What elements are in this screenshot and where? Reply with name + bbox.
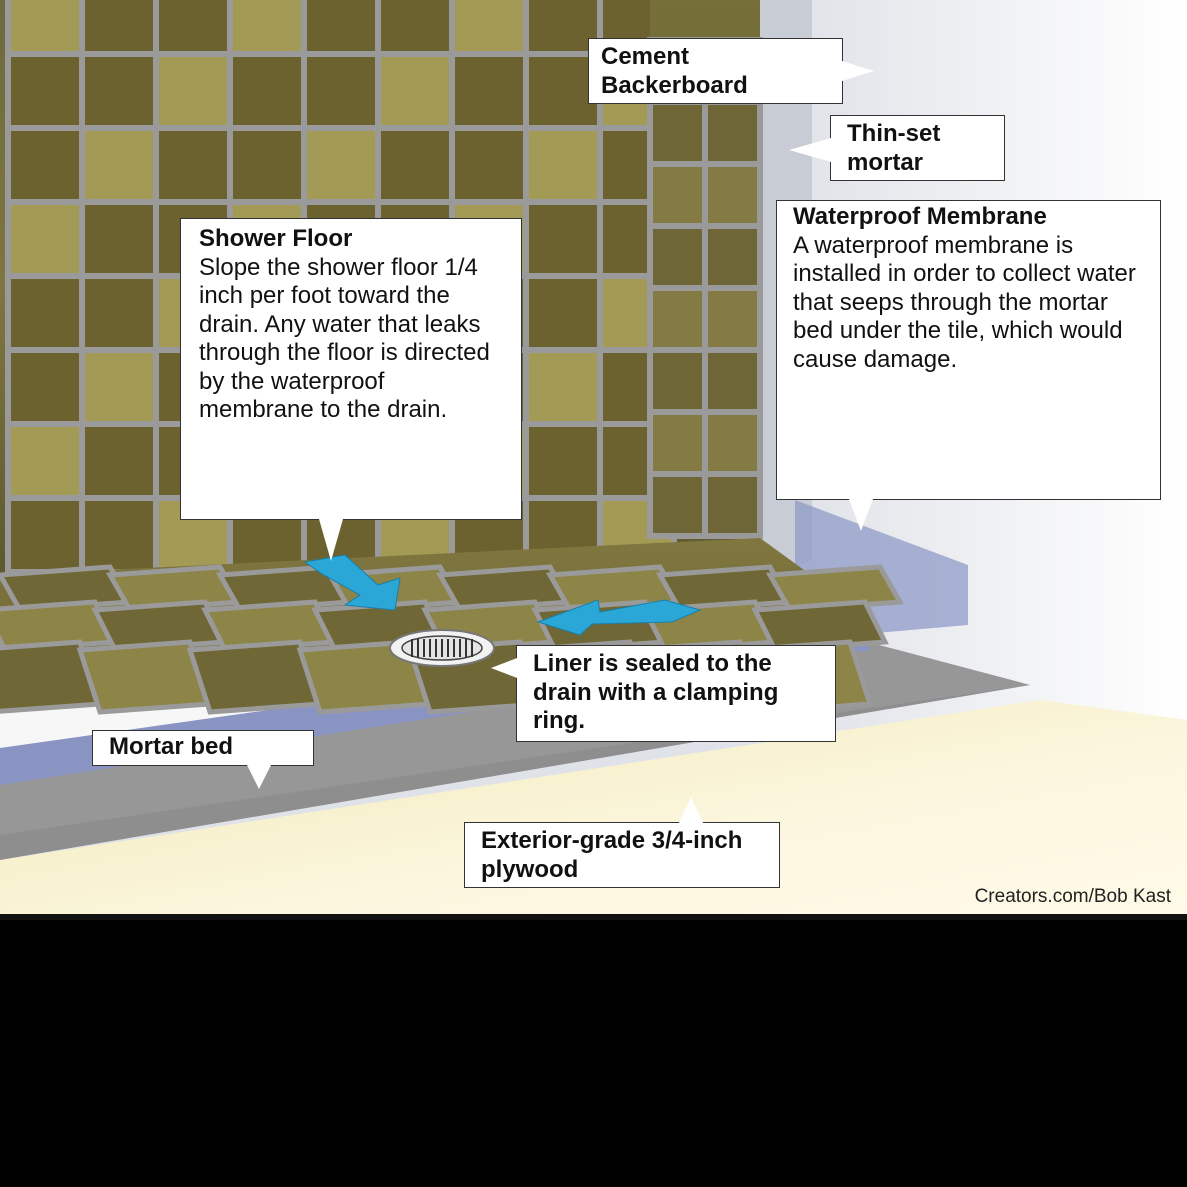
wall-tile — [5, 421, 85, 501]
wall-tile — [5, 347, 85, 427]
callout-waterproof-membrane: Waterproof Membrane A waterproof membran… — [776, 200, 1161, 531]
side-wall-tile — [702, 347, 763, 415]
wall-tile — [5, 495, 85, 575]
side-wall-tile — [702, 471, 763, 539]
callout-body: A waterproof membrane is installed in or… — [793, 231, 1136, 373]
callout-title: Mortar bed — [109, 733, 234, 760]
callout-pointer — [842, 61, 874, 81]
wall-tile — [301, 51, 381, 131]
side-wall-tile — [702, 223, 763, 291]
callout-thin-set-mortar: Thin-set mortar — [789, 115, 1005, 181]
black-margin — [0, 920, 1187, 1187]
callout-liner: Liner is sealed to the drain with a clam… — [491, 645, 836, 742]
callout-pointer — [789, 138, 831, 162]
wall-tile — [153, 51, 233, 131]
callout-title: Liner is sealed to the drain with a clam… — [533, 650, 779, 734]
side-wall-tile — [702, 161, 763, 229]
side-wall-tile — [647, 161, 708, 229]
side-wall-tile — [647, 223, 708, 291]
wall-tile — [301, 125, 381, 205]
callout-pointer — [319, 519, 343, 561]
wall-tile — [449, 51, 529, 131]
callout-title: Thin-set mortar — [847, 120, 941, 176]
wall-tile — [153, 125, 233, 205]
wall-tile — [449, 0, 529, 57]
side-wall-tiles — [647, 37, 763, 539]
wall-tile — [5, 0, 85, 57]
wall-tile — [375, 125, 455, 205]
wall-tile — [375, 51, 455, 131]
side-wall-tile — [647, 409, 708, 477]
floor-tile — [751, 599, 889, 653]
wall-tile — [79, 347, 159, 427]
wall-tile — [79, 421, 159, 501]
wall-tile — [79, 273, 159, 353]
wall-tile — [79, 0, 159, 57]
callout-title: Shower Floor — [199, 225, 353, 252]
plywood-base — [0, 700, 1187, 920]
wall-tile — [375, 0, 455, 57]
side-wall-tile — [647, 347, 708, 415]
wall-tile — [153, 0, 233, 57]
callout-pointer — [849, 499, 873, 531]
wall-tile — [523, 273, 603, 353]
wall-tile — [523, 199, 603, 279]
callout-title: Cement Backerboard — [601, 43, 748, 99]
side-wall-tile — [647, 285, 708, 353]
floor-tile — [765, 564, 905, 613]
callout-title: Waterproof Membrane — [793, 203, 1047, 230]
wall-tile — [523, 347, 603, 427]
wall-tile — [79, 199, 159, 279]
wall-tile — [449, 125, 529, 205]
wall-tile — [5, 51, 85, 131]
side-wall-tile — [702, 285, 763, 353]
callout-pointer — [247, 765, 271, 789]
callout-mortar-bed: Mortar bed — [92, 730, 314, 789]
wall-tile — [5, 125, 85, 205]
water-arrow-right — [536, 599, 702, 636]
drain — [389, 629, 495, 667]
wall-tile — [227, 51, 307, 131]
wall-tile — [5, 273, 85, 353]
wall-tile — [79, 125, 159, 205]
wall-tile — [79, 51, 159, 131]
callout-pointer — [679, 797, 703, 823]
side-wall-tile — [702, 99, 763, 167]
side-wall-tile — [702, 409, 763, 477]
wall-tile — [79, 495, 159, 575]
callout-shower-floor: Shower Floor Slope the shower floor 1/4 … — [180, 218, 522, 561]
side-wall-tile — [647, 99, 708, 167]
callout-pointer — [491, 658, 517, 678]
side-wall-tile — [647, 471, 708, 539]
image-credit: Creators.com/Bob Kast — [974, 886, 1171, 907]
callout-plywood: Exterior-grade 3/4-inch plywood — [464, 797, 780, 888]
wall-tile — [227, 125, 307, 205]
water-arrow-left — [303, 554, 401, 611]
wall-tile — [227, 0, 307, 57]
callout-body: Slope the shower floor 1/4 inch per foot… — [199, 253, 490, 424]
wall-tile — [5, 199, 85, 279]
wall-tile — [523, 125, 603, 205]
wall-tile — [301, 0, 381, 57]
wall-tile — [523, 421, 603, 501]
callout-title: Exterior-grade 3/4-inch plywood — [481, 827, 743, 883]
callout-cement-backerboard: Cement Backerboard — [588, 38, 874, 104]
